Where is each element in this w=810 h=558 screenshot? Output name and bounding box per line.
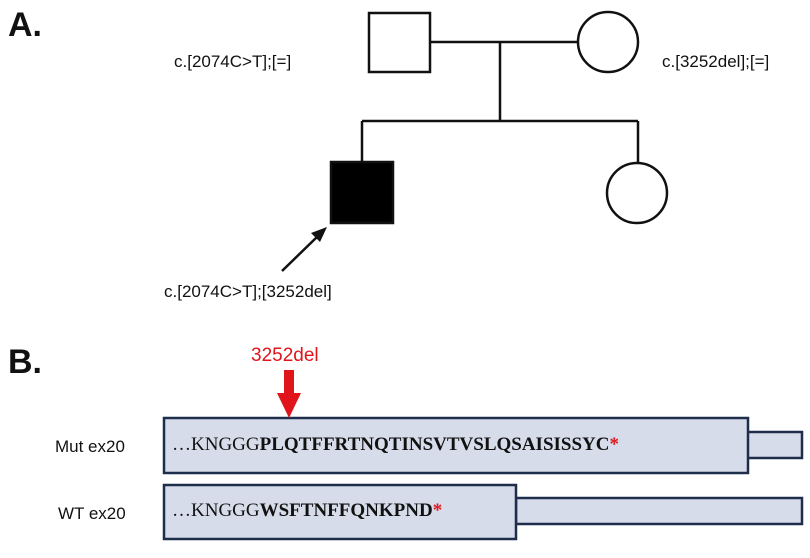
proband-genotype: c.[2074C>T];[3252del] (164, 282, 332, 301)
mut-seq-frameshift: PLQTFFRTNQTINSVTVSLQSAISISSYC (259, 434, 610, 455)
wt-seq-prefix: …KNGGG (172, 500, 260, 521)
proband-symbol (329, 160, 395, 225)
wt-seq-tail: WSFTNFFQNKPND (259, 500, 433, 521)
mother-genotype: c.[3252del];[=] (662, 52, 770, 71)
mut-row-label: Mut ex20 (55, 437, 125, 456)
panel-b-label: B. (8, 343, 42, 381)
mut-stop-codon: * (609, 434, 620, 455)
wt-sequence: …KNGGGWSFTNFFQNKPND* (172, 500, 442, 522)
wt-tail-box (514, 496, 804, 526)
panel-a-label: A. (8, 6, 42, 44)
mut-ex20-box (162, 416, 750, 475)
father-symbol (367, 11, 432, 74)
deletion-arrow (277, 370, 301, 418)
sibling-symbol (605, 161, 669, 225)
father-genotype: c.[2074C>T];[=] (174, 52, 292, 71)
wt-row-label: WT ex20 (58, 504, 126, 523)
mother-symbol (576, 10, 640, 74)
wt-stop-codon: * (432, 500, 443, 521)
protein-diagram (162, 416, 804, 541)
proband-arrow (281, 227, 327, 272)
mut-tail-box (745, 430, 804, 460)
mut-seq-prefix: …KNGGG (172, 434, 260, 455)
wt-ex20-box (162, 483, 518, 541)
pedigree-lines (360, 40, 640, 163)
mut-sequence: …KNGGGPLQTFFRTNQTINSVTVSLQSAISISSYC* (172, 434, 619, 456)
deletion-label: 3252del (251, 345, 319, 366)
